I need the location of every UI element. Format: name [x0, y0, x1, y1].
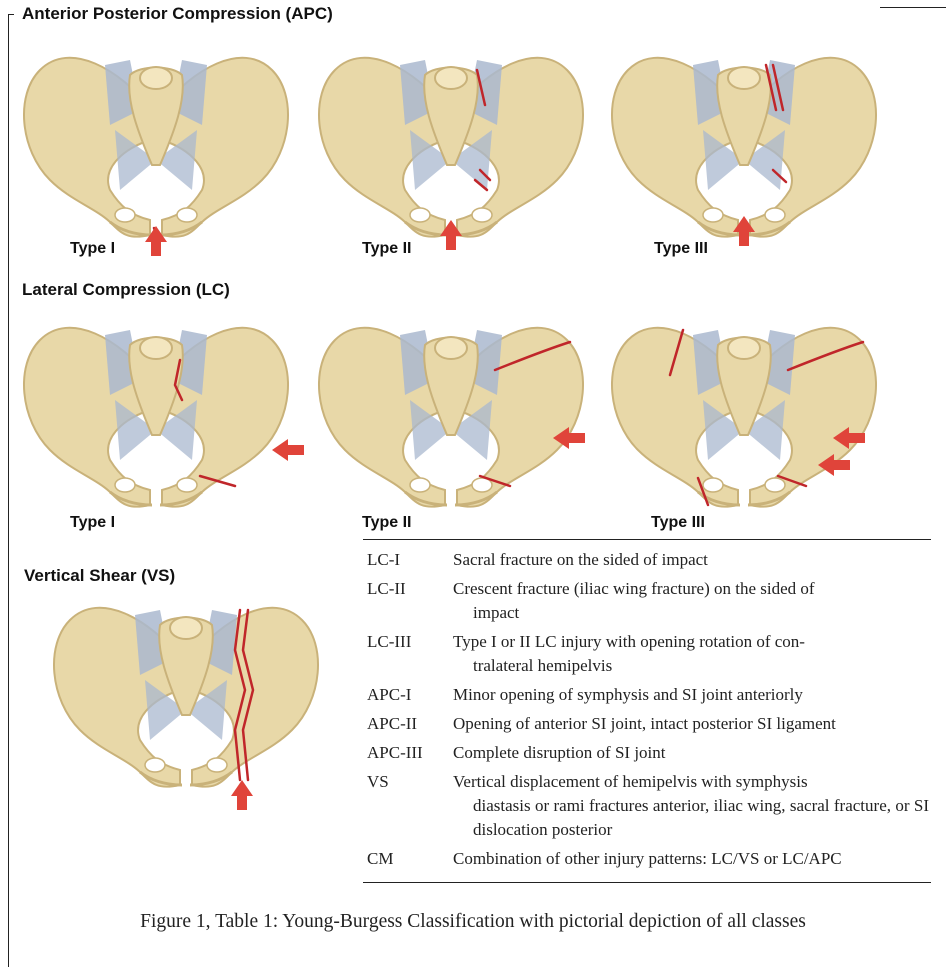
classification-code: APC-III [363, 741, 453, 765]
right-obturator-foramen [765, 208, 785, 222]
apc-type-3-label: Type III [654, 240, 708, 258]
lc-type-3-label: Type III [651, 514, 705, 532]
figure-caption: Figure 1, Table 1: Young-Burgess Classif… [0, 911, 946, 933]
pelvis-art-group [24, 58, 288, 256]
pelvis-art-group [612, 328, 876, 507]
right-obturator-foramen [177, 478, 197, 492]
classification-description: Crescent fracture (iliac wing fracture) … [453, 577, 931, 625]
sacral-promontory [140, 337, 172, 359]
left-obturator-foramen [703, 478, 723, 492]
table-row: LC-ISacral fracture on the sided of impa… [363, 548, 931, 572]
table-rows: LC-ISacral fracture on the sided of impa… [363, 548, 931, 871]
classification-code: LC-III [363, 630, 453, 678]
pelvis-art-group [319, 328, 585, 507]
left-obturator-foramen [410, 478, 430, 492]
classification-description: Sacral fracture on the sided of impact [453, 548, 931, 572]
description-text: Sacral fracture on the sided of impact [453, 550, 708, 569]
frame-border-top-right [880, 7, 946, 8]
right-obturator-foramen [177, 208, 197, 222]
classification-description: Minor opening of symphysis and SI joint … [453, 683, 931, 707]
classification-description: Type I or II LC injury with opening rota… [453, 630, 931, 678]
right-obturator-foramen [765, 478, 785, 492]
sacral-promontory [140, 67, 172, 89]
sacral-promontory [435, 67, 467, 89]
right-obturator-foramen [472, 208, 492, 222]
description-text: Complete disruption of SI joint [453, 743, 666, 762]
right-obturator-foramen [207, 758, 227, 772]
classification-code: CM [363, 847, 453, 871]
apc-type-1-pelvis-illustration [10, 30, 302, 258]
pelvis-art-group [319, 58, 583, 250]
description-continuation: diastasis or rami fractures anterior, il… [453, 794, 929, 842]
vs-pelvis-illustration [40, 580, 340, 830]
frame-border-top-left [8, 14, 14, 15]
apc-section-title: Anterior Posterior Compression (APC) [22, 4, 333, 24]
left-obturator-foramen [145, 758, 165, 772]
lc-force-arrow [272, 439, 304, 461]
classification-code: LC-II [363, 577, 453, 625]
classification-code: LC-I [363, 548, 453, 572]
lc-section-title: Lateral Compression (LC) [22, 280, 230, 300]
description-text: Opening of anterior SI joint, intact pos… [453, 714, 836, 733]
pelvis-art-group [24, 328, 304, 507]
description-text: Combination of other injury patterns: LC… [453, 849, 842, 868]
classification-code: APC-II [363, 712, 453, 736]
classification-description: Vertical displacement of hemipelvis with… [453, 770, 931, 842]
left-obturator-foramen [115, 208, 135, 222]
lc-type-1-label: Type I [70, 514, 115, 532]
left-obturator-foramen [115, 478, 135, 492]
apc-type-2-label: Type II [362, 240, 412, 258]
sacral-promontory [170, 617, 202, 639]
classification-code: VS [363, 770, 453, 842]
description-continuation: impact [453, 601, 929, 625]
classification-description: Opening of anterior SI joint, intact pos… [453, 712, 931, 736]
classification-code: APC-I [363, 683, 453, 707]
left-obturator-foramen [410, 208, 430, 222]
lc-type-2-label: Type II [362, 514, 412, 532]
description-text: Crescent fracture (iliac wing fracture) … [453, 579, 815, 598]
description-text: Minor opening of symphysis and SI joint … [453, 685, 803, 704]
apc-type-1-label: Type I [70, 240, 115, 258]
lc-type-3-pelvis-illustration [598, 300, 898, 510]
vs-force-arrow [231, 780, 253, 810]
sacral-promontory [435, 337, 467, 359]
frame-border-left [8, 14, 9, 967]
classification-description: Combination of other injury patterns: LC… [453, 847, 931, 871]
pelvis-art-group [612, 58, 876, 246]
sacral-promontory [728, 337, 760, 359]
classification-description: Complete disruption of SI joint [453, 741, 931, 765]
left-obturator-foramen [703, 208, 723, 222]
description-text: Type I or II LC injury with opening rota… [453, 632, 805, 651]
description-continuation: tralateral hemipelvis [453, 654, 929, 678]
pelvis-art-group [54, 608, 318, 810]
apc-type-3-pelvis-illustration [598, 30, 890, 258]
lc-type-1-pelvis-illustration [10, 300, 310, 510]
sacral-promontory [728, 67, 760, 89]
apc-type-2-pelvis-illustration [305, 30, 597, 258]
description-text: Vertical displacement of hemipelvis with… [453, 772, 808, 791]
lc-type-2-pelvis-illustration [305, 300, 605, 510]
